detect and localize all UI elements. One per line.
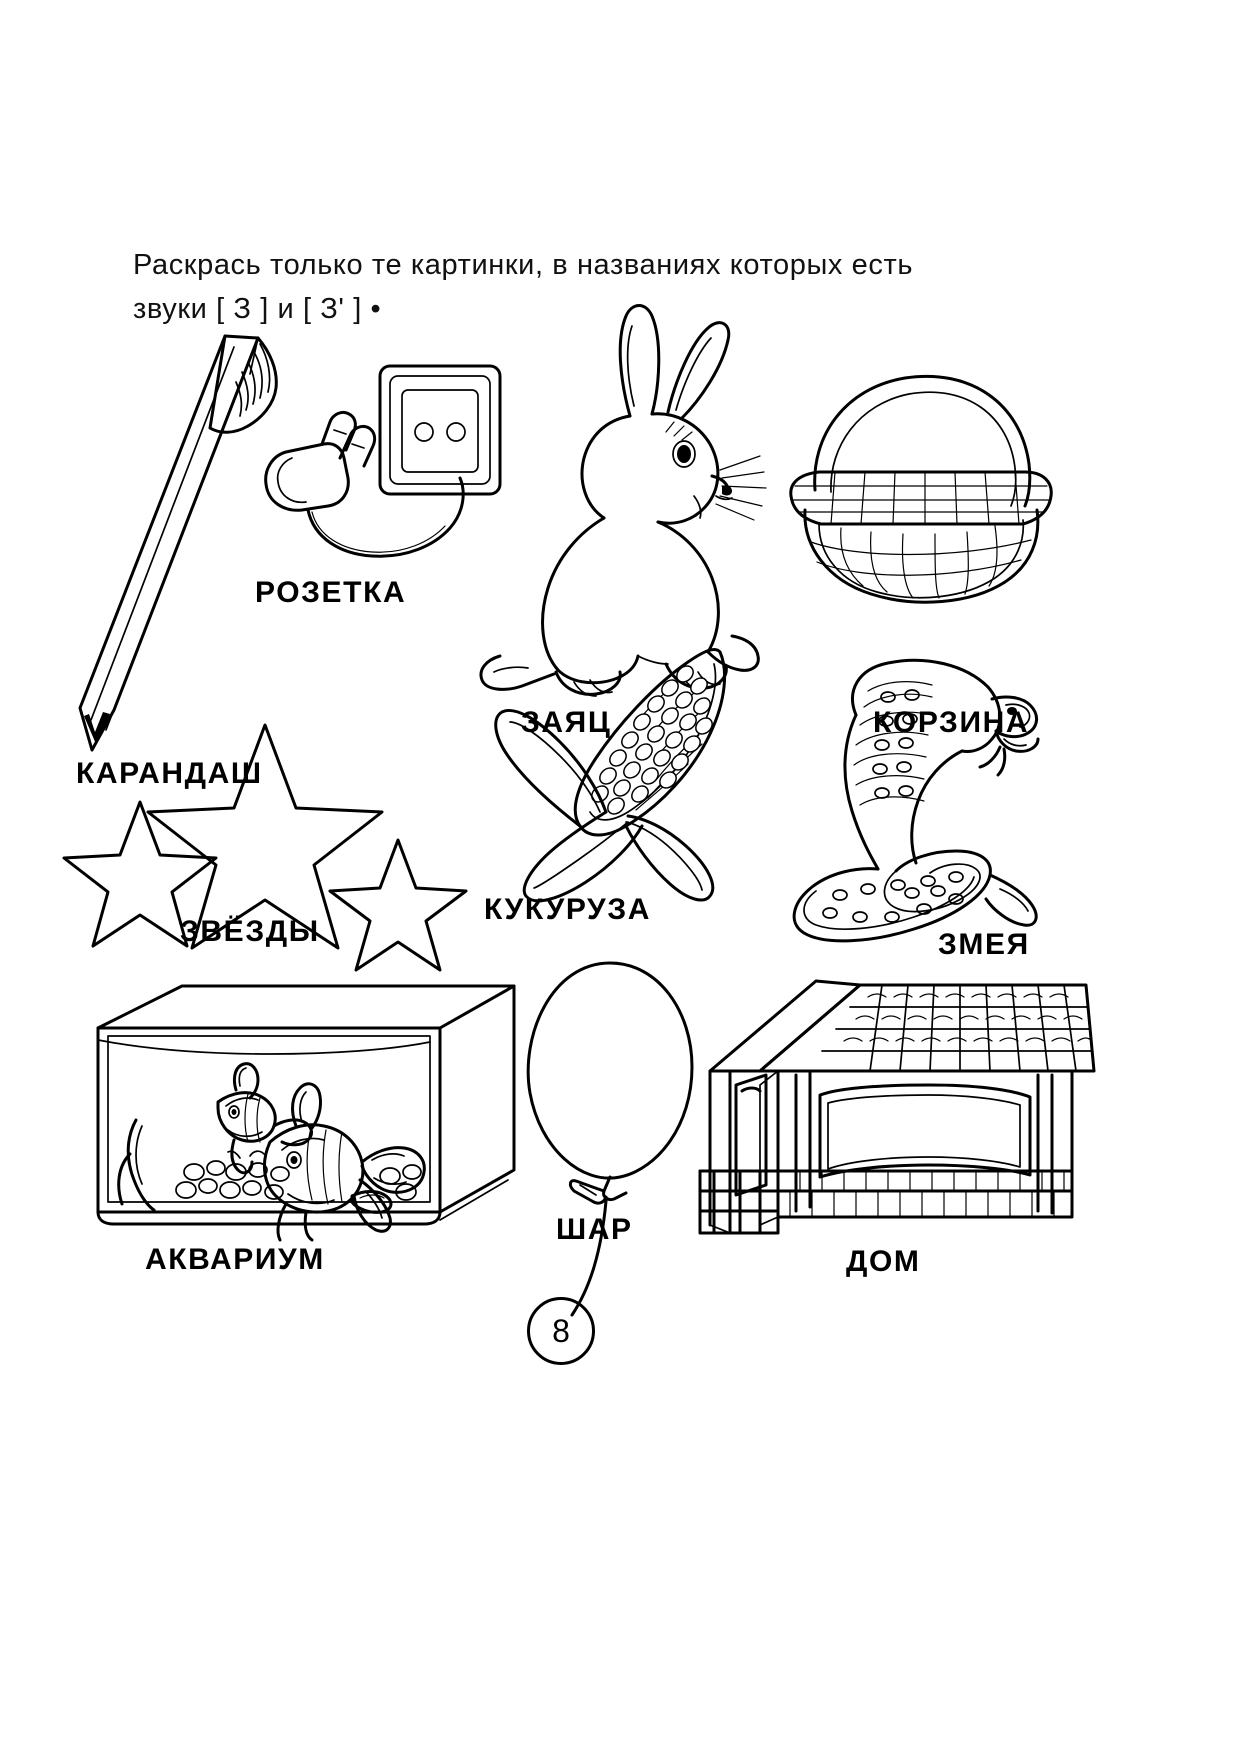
house-icon bbox=[698, 975, 1100, 1265]
pencil-icon bbox=[62, 330, 302, 760]
stars-icon bbox=[60, 720, 490, 972]
aquarium-icon bbox=[90, 980, 520, 1242]
aquarium-label: АКВАРИУМ bbox=[145, 1243, 325, 1276]
instruction-line-2: звуки [ З ] и [ З' ] • bbox=[133, 293, 382, 325]
pencil-label: КАРАНДАШ bbox=[76, 757, 263, 790]
basket-icon bbox=[775, 360, 1065, 620]
balloon-label: ШАР bbox=[556, 1213, 633, 1246]
hare-icon bbox=[470, 300, 790, 700]
snake-label: ЗМЕЯ bbox=[938, 928, 1030, 961]
balloon-icon bbox=[510, 955, 710, 1325]
socket-plug-icon bbox=[256, 360, 506, 610]
stars-label: ЗВЁЗДЫ bbox=[180, 915, 320, 948]
page-number-badge: 8 bbox=[527, 1297, 595, 1365]
socket-label: РОЗЕТКА bbox=[255, 576, 407, 609]
house-label: ДОМ bbox=[846, 1245, 921, 1278]
instruction-text: Раскрась только те картинки, в названиях… bbox=[133, 243, 1073, 331]
page-number-value: 8 bbox=[552, 1312, 570, 1349]
corn-icon bbox=[470, 630, 740, 930]
instruction-line-1: Раскрась только те картинки, в названиях… bbox=[133, 249, 914, 281]
corn-label: КУКУРУЗА bbox=[484, 893, 651, 926]
cobra-icon bbox=[760, 655, 1050, 945]
